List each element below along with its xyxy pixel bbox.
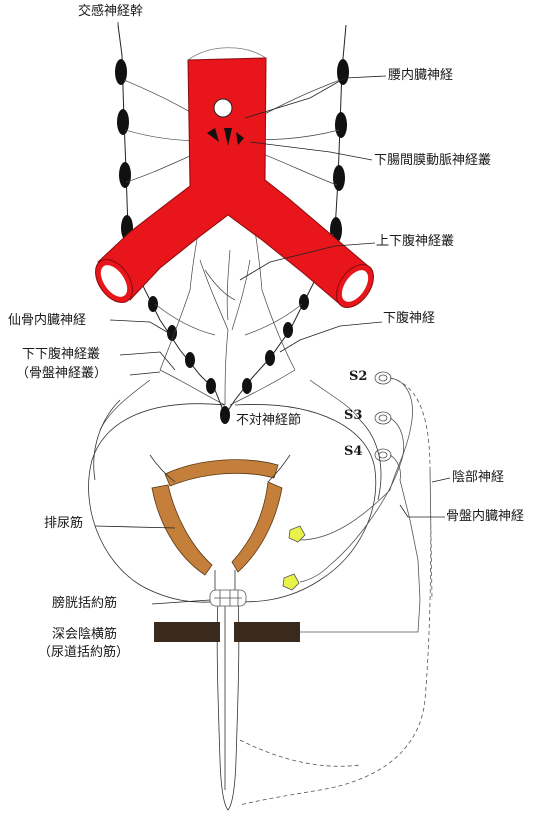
ganglion <box>299 294 309 310</box>
label-lumbar-splanchnic-nerve: 腰内臓神経 <box>388 68 453 83</box>
label-inferior-mesenteric-plexus: 下腸間膜動脈神経叢 <box>374 153 491 168</box>
label-hypogastric-nerve: 下腹神経 <box>383 311 435 326</box>
label-pudendal-nerve: 陰部神経 <box>452 470 504 485</box>
label-sacral-splanchnic-nerve: 仙骨内臓神経 <box>8 313 86 328</box>
bladder <box>89 400 381 602</box>
ganglion <box>115 59 127 85</box>
ganglion <box>117 109 129 135</box>
label-superior-hypogastric-plexus: 上下腹神経叢 <box>376 234 454 249</box>
ganglion <box>242 378 252 394</box>
ganglion <box>185 352 195 368</box>
ganglion <box>148 296 158 312</box>
ganglion <box>333 165 345 191</box>
ganglion <box>265 350 275 366</box>
label-pelvic-splanchnic-nerve: 骨盤内臓神経 <box>446 509 524 524</box>
label-sympathetic-trunk: 交感神経幹 <box>78 4 143 19</box>
label-deep-transverse-perineal: 深会陰横筋 <box>52 627 117 642</box>
label-urethral-sphincter-paren: （尿道括約筋） <box>38 645 129 660</box>
label-detrusor-muscle: 排尿筋 <box>44 516 83 531</box>
ganglion <box>206 378 216 394</box>
label-bladder-sphincter: 膀胱括約筋 <box>52 596 117 611</box>
label-s2: S2 <box>349 369 367 384</box>
label-pelvic-plexus-paren: （骨盤神経叢） <box>16 366 107 381</box>
label-ganglion-impar: 不対神経節 <box>236 413 301 428</box>
label-s3: S3 <box>344 408 362 423</box>
ima-opening <box>214 99 232 117</box>
deep-transverse-perineal-muscle <box>154 622 300 642</box>
sacral-roots <box>240 372 432 805</box>
ganglion <box>119 162 131 188</box>
label-s4: S4 <box>344 444 362 459</box>
detrusor-muscle <box>152 460 282 575</box>
ganglion <box>283 322 293 338</box>
bladder-sphincter <box>210 590 246 606</box>
label-inferior-hypogastric-plexus: 下下腹神経叢 <box>22 347 100 362</box>
pelvic-plexus-ganglia <box>283 526 305 590</box>
ganglion <box>335 112 347 138</box>
ganglion-impar <box>220 406 230 424</box>
aorta-trunk <box>98 58 368 306</box>
